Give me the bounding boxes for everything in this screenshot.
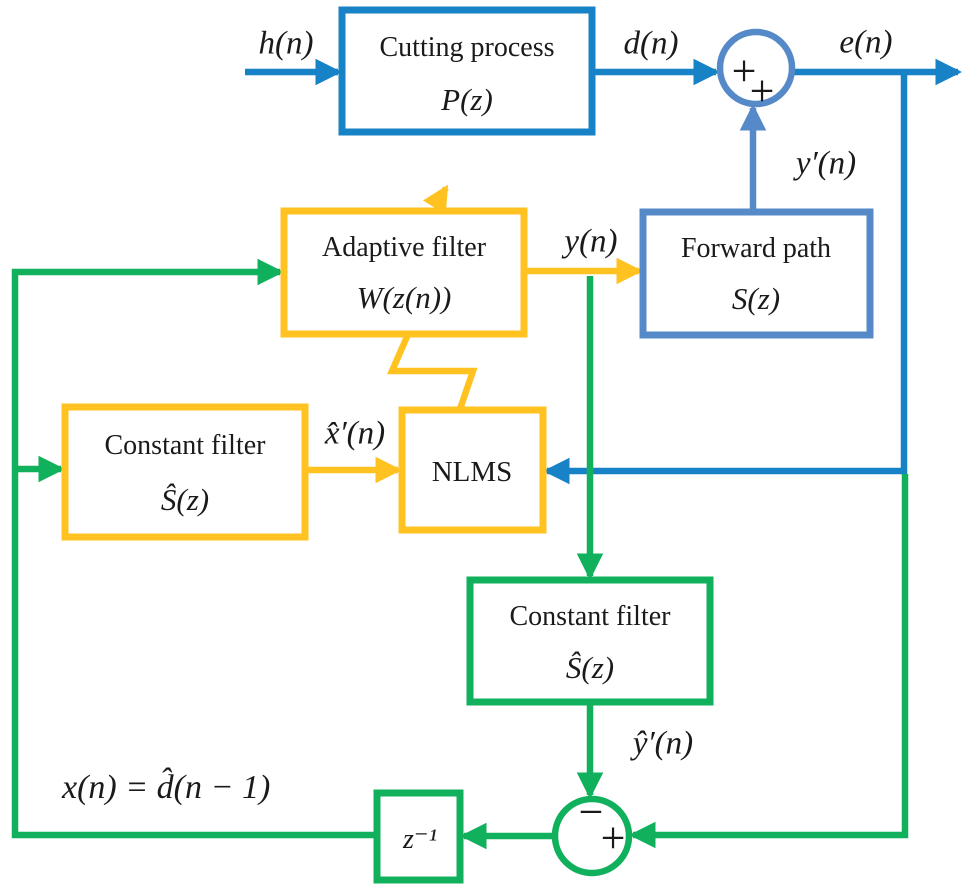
y-hat-prime-signal-label: ŷ′(n) bbox=[630, 726, 693, 762]
top-summing-junction: + + bbox=[716, 28, 796, 115]
y-signal-label: y(n) bbox=[561, 224, 617, 260]
nlms-to-adaptive-zigzag bbox=[387, 330, 478, 414]
e-signal-label: e(n) bbox=[839, 25, 892, 61]
constant-filter-left-block: Constant filter Ŝ(z) bbox=[61, 403, 309, 541]
bottom-summer-plus: + bbox=[601, 813, 626, 862]
constant-filter-left-transfer: Ŝ(z) bbox=[161, 482, 209, 517]
adaptive-filter-block: Adaptive filter W(z(n)) bbox=[280, 207, 528, 338]
nlms-box bbox=[398, 406, 547, 534]
e-to-bottom-summer-arrow bbox=[629, 474, 909, 849]
forward-path-label: Forward path bbox=[681, 233, 831, 264]
nlms-label: NLMS bbox=[432, 456, 513, 488]
delay-block: z⁻¹ bbox=[373, 789, 464, 884]
x-hat-prime-signal-label: x̂′(n) bbox=[324, 416, 385, 452]
adaptive-filter-label: Adaptive filter bbox=[322, 232, 487, 263]
adaptive-filter-transfer: W(z(n)) bbox=[357, 280, 452, 315]
adaptive-filter-box bbox=[280, 207, 528, 338]
delay-label: z⁻¹ bbox=[402, 824, 437, 855]
bottom-summing-junction: − + bbox=[551, 787, 633, 877]
constant-filter-left-box bbox=[61, 403, 309, 541]
constant-filter-lower-block: Constant filter Ŝ(z) bbox=[466, 576, 714, 706]
constant-filter-lower-box bbox=[466, 576, 714, 706]
cutting-process-label: Cutting process bbox=[380, 32, 555, 63]
bottom-summer-circle bbox=[551, 795, 633, 877]
y-prime-signal-label: y′(n) bbox=[793, 146, 856, 182]
nlms-block: NLMS bbox=[398, 406, 547, 534]
cutting-process-block: Cutting process P(z) bbox=[338, 6, 596, 136]
h-signal-label: h(n) bbox=[259, 26, 314, 62]
feedback-equation-label: x(n) = d̂(n − 1) bbox=[61, 767, 270, 806]
forward-path-block: Forward path S(z) bbox=[639, 208, 874, 339]
feedback-loop-to-adaptive-arrow bbox=[11, 258, 377, 839]
bottom-summer-minus: − bbox=[579, 787, 604, 836]
forward-path-transfer: S(z) bbox=[732, 281, 780, 316]
top-summer-circle bbox=[716, 28, 796, 108]
delay-box bbox=[373, 789, 464, 884]
forward-path-box bbox=[639, 208, 874, 339]
constant-filter-left-label: Constant filter bbox=[105, 430, 267, 461]
e-feedback-to-nlms-arrow bbox=[543, 72, 908, 485]
top-summer-plus-left: + bbox=[732, 46, 757, 95]
constant-filter-lower-label: Constant filter bbox=[510, 601, 672, 632]
cutting-process-transfer: P(z) bbox=[440, 82, 493, 117]
cutting-process-box bbox=[338, 6, 596, 136]
constant-filter-lower-transfer: Ŝ(z) bbox=[566, 650, 614, 685]
top-summer-plus-bottom: + bbox=[750, 66, 775, 115]
d-signal-label: d(n) bbox=[624, 26, 679, 62]
